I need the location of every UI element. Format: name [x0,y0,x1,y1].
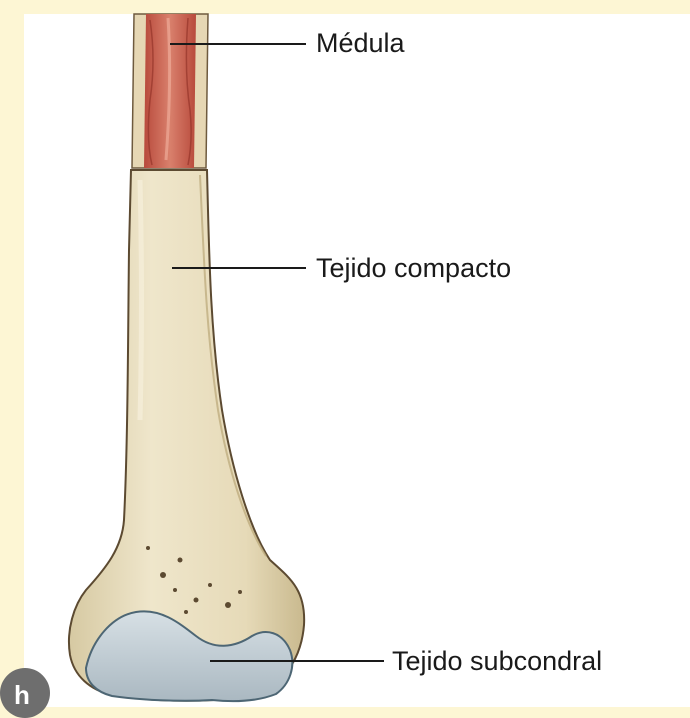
badge-letter: h [14,680,30,711]
label-medula: Médula [316,30,405,57]
profile-badge-icon[interactable]: h [0,668,50,718]
label-tejido-subcondral: Tejido subcondral [392,648,602,675]
compact-bone [69,170,304,701]
label-tejido-compacto: Tejido compacto [316,255,511,282]
medula-section [132,14,208,168]
